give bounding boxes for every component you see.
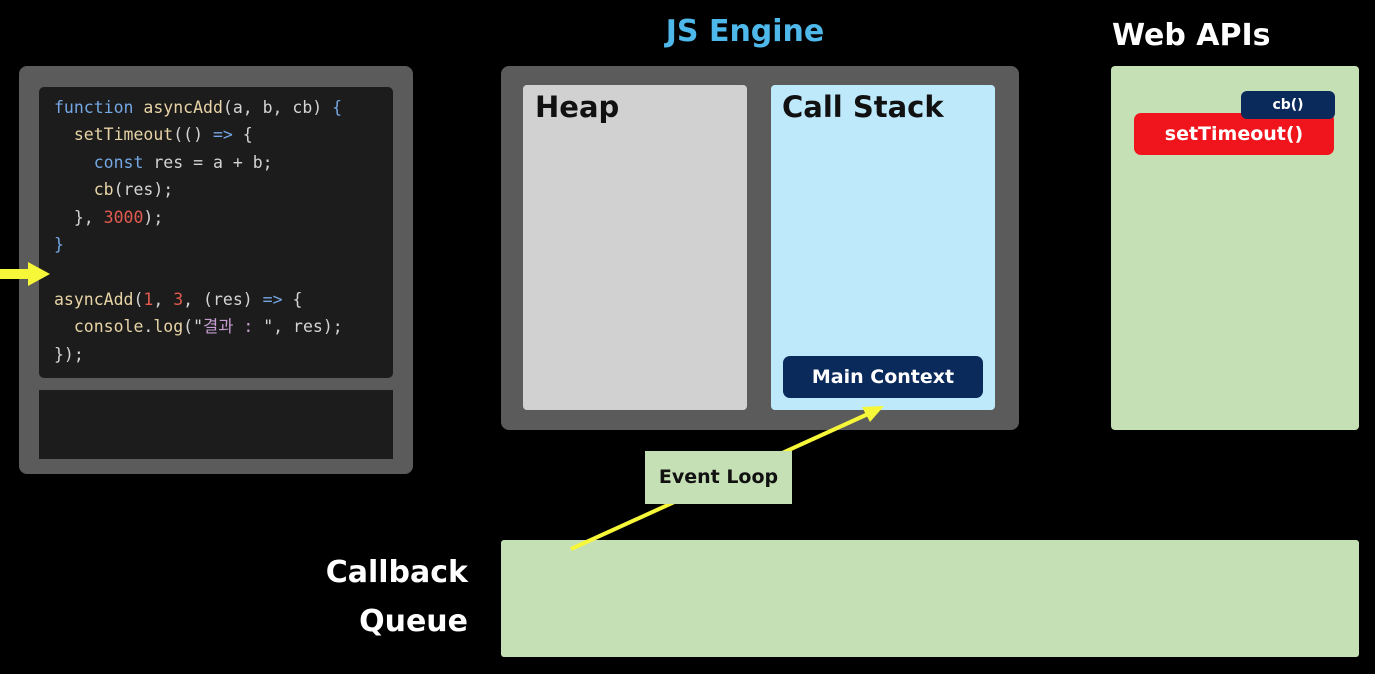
callback-queue-area — [501, 540, 1359, 657]
code-token: }); — [54, 344, 84, 364]
js-engine-title: JS Engine — [665, 14, 825, 49]
code-line: asyncAdd(1, 3, (res) => { — [54, 286, 302, 313]
event-loop-label: Event Loop — [645, 451, 792, 504]
code-token: ", res); — [263, 317, 343, 337]
code-line: cb(res); — [54, 176, 173, 203]
web-apis-title: Web APIs — [1112, 18, 1271, 53]
callback-badge: cb() — [1241, 91, 1335, 119]
code-line: } — [54, 231, 64, 258]
call-stack-area — [771, 85, 995, 410]
code-token: ); — [143, 207, 164, 227]
callback-queue-title-line1: Callback — [325, 555, 468, 590]
code-token: (a, b, cb) — [222, 98, 333, 117]
code-token: (" — [183, 317, 204, 337]
code-token: 3 — [173, 289, 184, 309]
code-token: { — [282, 289, 303, 309]
code-token: (res); — [113, 180, 174, 200]
code-line: const res = a + b; — [54, 149, 273, 176]
code-token: res = a + b; — [153, 152, 273, 172]
code-token: 3000 — [103, 207, 144, 227]
code-token: { — [232, 125, 253, 145]
callback-queue-title: Callback Queue — [300, 548, 468, 646]
code-token: , — [153, 289, 174, 309]
code-token: asyncAdd — [143, 98, 223, 117]
code-pointer-arrow-head — [28, 262, 50, 286]
code-line: }, 3000); — [54, 204, 163, 231]
code-token: } — [54, 235, 64, 254]
code-token: setTimeout — [73, 125, 174, 145]
code-line: }); — [54, 341, 84, 368]
code-line: console.log("결과 : ", res); — [54, 313, 343, 340]
code-token: => — [212, 125, 233, 145]
console-output — [39, 390, 393, 459]
code-token: 결과 : — [203, 317, 264, 337]
call-stack-frame-main-context: Main Context — [783, 356, 983, 398]
code-editor — [39, 87, 393, 378]
code-token: (() — [173, 125, 213, 145]
heap-area — [523, 85, 747, 410]
code-token: console — [73, 317, 144, 337]
code-token: asyncAdd — [54, 289, 134, 309]
event-loop-arrow-head — [862, 406, 884, 422]
code-token: 1 — [143, 289, 154, 309]
code-token: . — [143, 317, 154, 337]
code-token: { — [332, 98, 343, 117]
call-stack-label: Call Stack — [782, 90, 944, 124]
code-token: cb — [93, 180, 114, 200]
code-token: log — [153, 317, 184, 337]
heap-label: Heap — [535, 90, 620, 124]
callback-queue-title-line2: Queue — [359, 604, 468, 639]
code-token: , (res) — [183, 289, 263, 309]
settimeout-timer-block: setTimeout() — [1134, 113, 1334, 155]
code-token: ( — [133, 289, 144, 309]
code-line: setTimeout(() => { — [54, 121, 253, 148]
code-token: function — [54, 98, 144, 117]
code-token: => — [262, 289, 283, 309]
code-pointer-arrow-shaft — [0, 269, 30, 279]
code-line: function asyncAdd(a, b, cb) { — [54, 94, 342, 121]
code-token: const — [93, 152, 154, 172]
code-token: }, — [54, 207, 104, 227]
